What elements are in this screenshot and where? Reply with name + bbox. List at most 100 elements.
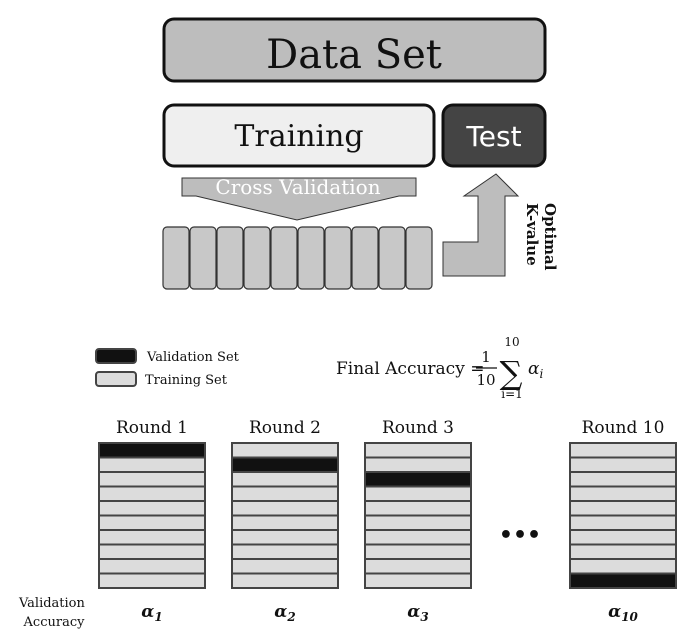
optimal-line1: Optimal [541,203,559,271]
optimal-label: Optimal K-value [523,203,559,276]
training-fold-row [231,514,339,531]
training-fold-row [569,514,677,531]
formula-term-alpha: α [528,359,540,379]
training-fold-row [231,558,339,575]
training-fold-row [569,529,677,546]
round-accuracy: α10 [608,602,638,624]
training-fold-row [364,543,472,560]
test-box [441,103,547,168]
fold-cell [405,226,433,290]
dataset-box [162,17,547,83]
round-accuracy: α1 [141,602,162,624]
cross-validation-arrow [181,177,417,221]
round-accuracy: α2 [274,602,295,624]
test-label: Test [465,120,521,153]
training-fold-row [98,485,206,502]
round-accuracy-alpha: α [407,602,420,622]
training-fold-row [364,529,472,546]
fold-cell [189,226,217,290]
round-label: Round 3 [382,418,454,438]
round-accuracy-alpha: α [141,602,154,622]
fold-cell [243,226,271,290]
fold-cell [351,226,379,290]
training-fold-row [364,500,472,517]
validation-accuracy-line2: Accuracy [23,615,86,630]
training-fold-row [231,572,339,589]
training-fold-row [98,514,206,531]
fold-cell [162,226,190,290]
formula-lower-limit: i=1 [501,387,523,401]
round-accuracy-alpha: α [274,602,287,622]
training-box [162,103,436,168]
training-fold-row [231,442,339,459]
formula-numerator: 1 [481,348,491,366]
training-fold-row [364,456,472,473]
formula-term-subscript: i [539,367,543,381]
validation-accuracy-line1: Validation [18,596,86,611]
legend-training-label: Training Set [145,373,228,388]
training-fold-row [231,471,339,488]
round-label: Round 10 [582,418,665,438]
round-label: Round 2 [249,418,321,438]
training-fold-row [569,485,677,502]
training-fold-row [98,456,206,473]
training-fold-row [231,543,339,560]
round-column: Round 10 α10 [569,418,677,624]
round-accuracy-subscript: 10 [621,610,638,624]
folds-row [162,226,433,290]
legend-validation-label: Validation Set [146,350,240,365]
formula-sigma: ∑ [500,354,523,392]
training-fold-row [231,529,339,546]
training-fold-row [231,500,339,517]
fold-cell [378,226,406,290]
training-fold-row [98,471,206,488]
legend-validation-swatch [95,348,137,364]
training-fold-row [569,456,677,473]
training-fold-row [364,558,472,575]
cross-validation-label: Cross Validation [215,175,380,199]
round-label: Round 1 [116,418,188,438]
training-fold-row [98,500,206,517]
training-fold-row [569,543,677,560]
training-fold-row [364,485,472,502]
validation-fold-row [569,572,677,589]
formula-upper-limit: 10 [504,335,519,349]
training-fold-row [98,543,206,560]
validation-fold-row [231,456,339,473]
validation-fold-row [364,471,472,488]
training-fold-row [98,572,206,589]
fold-cell [324,226,352,290]
final-accuracy-formula: Final Accuracy = 1 10 10 ∑ i=1 αi [336,335,543,401]
training-fold-row [364,442,472,459]
validation-fold-row [98,442,206,459]
training-fold-row [364,514,472,531]
round-column: Round 1 α1 [98,418,206,624]
round-accuracy-subscript: 1 [154,610,162,624]
training-fold-row [231,485,339,502]
training-fold-row [98,558,206,575]
fold-cell [270,226,298,290]
formula-denominator: 10 [476,371,495,389]
dataset-label: Data Set [266,32,442,78]
training-fold-row [98,529,206,546]
ellipsis: ••• [499,523,541,548]
training-fold-row [569,500,677,517]
round-accuracy: α3 [407,602,428,624]
training-fold-row [364,572,472,589]
training-fold-row [569,442,677,459]
optimal-line2: K-value [523,203,541,266]
legend-training-swatch [95,371,137,387]
formula-term: αi [528,359,543,381]
optimal-k-arrow [442,173,520,277]
validation-accuracy-label: Validation Accuracy [18,596,89,630]
round-accuracy-subscript: 2 [286,610,295,624]
round-column: Round 3 α3 [364,418,472,624]
round-accuracy-subscript: 3 [420,610,428,624]
training-fold-row [569,558,677,575]
fold-cell [216,226,244,290]
round-accuracy-alpha: α [608,602,621,622]
round-column: Round 2 α2 [231,418,339,624]
formula-lhs: Final Accuracy = [336,359,484,379]
